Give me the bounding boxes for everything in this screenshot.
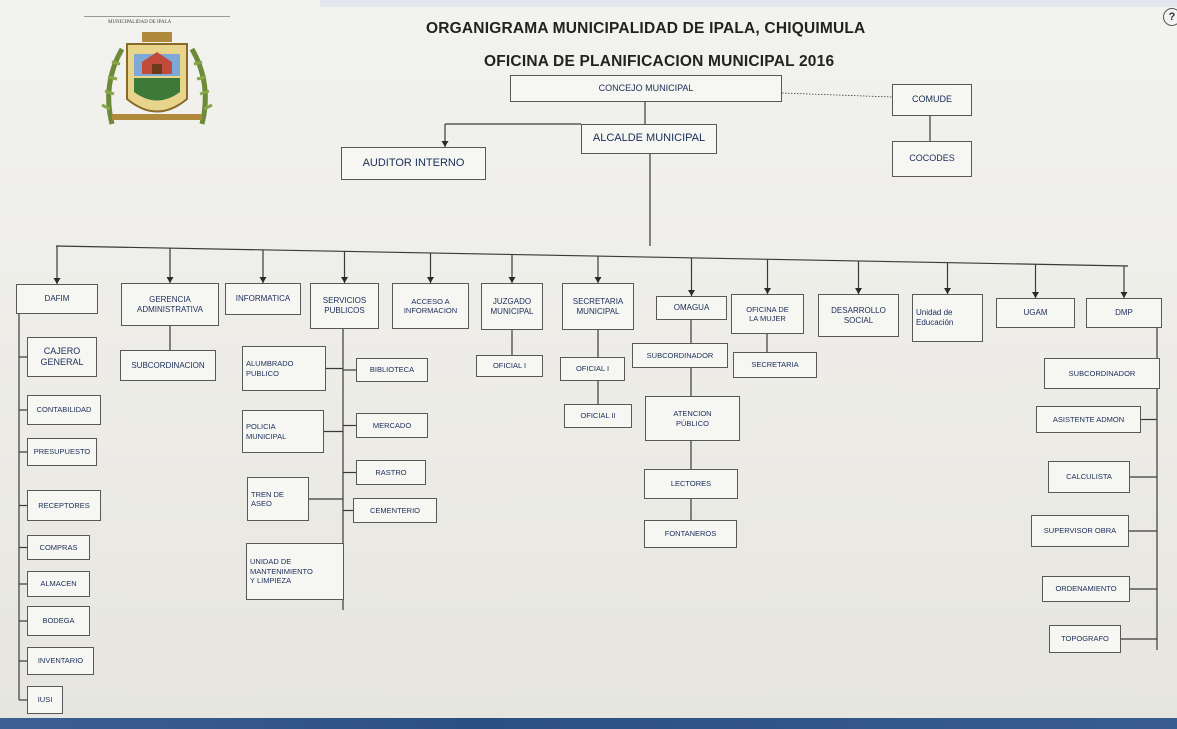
secretaria-unit-oficial-i: OFICIAL I <box>560 357 625 381</box>
dept-gerencia-administrativa: GERENCIA ADMINISTRATIVA <box>121 283 219 326</box>
arrow-juzgado-municipal <box>508 277 516 283</box>
dept-desarrollo-social: DESARROLLO SOCIAL <box>818 294 899 337</box>
help-button[interactable]: ? <box>1163 8 1177 26</box>
dafim-unit-4: COMPRAS <box>27 535 90 560</box>
dept-dafim: DAFIM <box>16 284 98 314</box>
omagua-unit-0: SUBCORDINADOR <box>632 343 728 368</box>
box-alcalde-municipal: ALCALDE MUNICIPAL <box>581 124 717 154</box>
dmp-unit-2: CALCULISTA <box>1048 461 1130 493</box>
servicios-right-3: CEMENTERIO <box>353 498 437 523</box>
gerencia-unit-subcordinacion: SUBCORDINACION <box>120 350 216 381</box>
dafim-unit-8: IUSI <box>27 686 63 714</box>
arrow-gerencia-administrativa <box>166 277 174 283</box>
dafim-unit-0: CAJERO GENERAL <box>27 337 97 377</box>
servicios-left-1: POLICIA MUNICIPAL <box>242 410 324 453</box>
arrow-dafim <box>53 278 61 284</box>
dept-unidad-de-educacion: Unidad de Educación <box>912 294 983 342</box>
taskbar <box>0 718 1177 729</box>
box-auditor-interno: AUDITOR INTERNO <box>341 147 486 180</box>
chart-title: ORGANIGRAMA MUNICIPALIDAD DE IPALA, CHIQ… <box>426 20 866 37</box>
secretaria-unit-oficial-ii: OFICIAL II <box>564 404 632 428</box>
arrow-unidad-de-educacion <box>944 288 951 294</box>
omagua-unit-1: ATENCION PÚBLICO <box>645 396 740 441</box>
dept-omagua: OMAGUA <box>656 296 727 320</box>
servicios-right-1: MERCADO <box>356 413 428 438</box>
dept-acceso-a-informacion: ACCESO A INFORMACION <box>392 283 469 329</box>
omagua-unit-3: FONTANEROS <box>644 520 737 548</box>
window-top-bar <box>320 0 1177 7</box>
dept-dmp: DMP <box>1086 298 1162 328</box>
dept-informatica: INFORMATICA <box>225 283 301 315</box>
dafim-unit-2: PRESUPUESTO <box>27 438 97 466</box>
arrow-acceso-a-informacion <box>427 277 434 283</box>
servicios-left-0: ALUMBRADO PUBLICO <box>242 346 326 391</box>
dafim-unit-6: BODEGA <box>27 606 90 636</box>
dmp-unit-4: ORDENAMIENTO <box>1042 576 1130 602</box>
municipal-seal: MUNICIPALIDAD DE IPALA <box>82 14 232 144</box>
servicios-left-2: TREN DE ASEO <box>247 477 309 521</box>
dmp-unit-1: ASISTENTE ADMON <box>1036 406 1141 433</box>
box-concejo-municipal: CONCEJO MUNICIPAL <box>510 75 782 102</box>
arrow-desarrollo-social <box>855 288 862 294</box>
servicios-right-2: RASTRO <box>356 460 426 485</box>
omagua-unit-2: LECTORES <box>644 469 738 499</box>
dafim-unit-1: CONTABILIDAD <box>27 395 101 425</box>
dept-oficina-de-la-mujer: OFICINA DE LA MUJER <box>731 294 804 334</box>
dmp-unit-3: SUPERVISOR OBRA <box>1031 515 1129 547</box>
dmp-unit-0: SUBCORDINADOR <box>1044 358 1160 389</box>
servicios-right-0: BIBLIOTECA <box>356 358 428 382</box>
seal-icon <box>101 32 213 125</box>
servicios-left-3: UNIDAD DE MANTENIMIENTO Y LIMPIEZA <box>246 543 344 600</box>
arrow-omagua <box>688 290 695 296</box>
dafim-unit-7: INVENTARIO <box>27 647 94 675</box>
dmp-unit-5: TOPOGRAFO <box>1049 625 1121 653</box>
dafim-unit-5: ALMACEN <box>27 571 90 597</box>
seal-caption: MUNICIPALIDAD DE IPALA <box>108 20 172 25</box>
dept-juzgado-municipal: JUZGADO MUNICIPAL <box>481 283 543 330</box>
mujer-unit-secretaria: SECRETARIA <box>733 352 817 378</box>
arrow-oficina-de-la-mujer <box>764 288 771 294</box>
dept-secretaria-municipal: SECRETARIA MUNICIPAL <box>562 283 634 330</box>
dept-servicios-publicos: SERVICIOS PUBLICOS <box>310 283 379 329</box>
juzgado-unit-oficial-i: OFICIAL I <box>476 355 543 377</box>
dafim-unit-3: RECEPTORES <box>27 490 101 521</box>
line-department-bus <box>55 245 1129 267</box>
arrow-dmp <box>1120 292 1128 298</box>
chart-subtitle: OFICINA DE PLANIFICACION MUNICIPAL 2016 <box>484 53 835 70</box>
arrow-secretaria-municipal <box>594 277 602 283</box>
box-comude: COMUDE <box>892 84 972 116</box>
arrow-informatica <box>259 277 267 283</box>
arrow-auditor <box>441 141 449 147</box>
line-concejo-comude <box>781 92 893 98</box>
arrow-servicios-publicos <box>341 277 348 283</box>
arrow-ugam <box>1032 292 1039 298</box>
dept-ugam: UGAM <box>996 298 1075 328</box>
box-cocodes: COCODES <box>892 141 972 177</box>
